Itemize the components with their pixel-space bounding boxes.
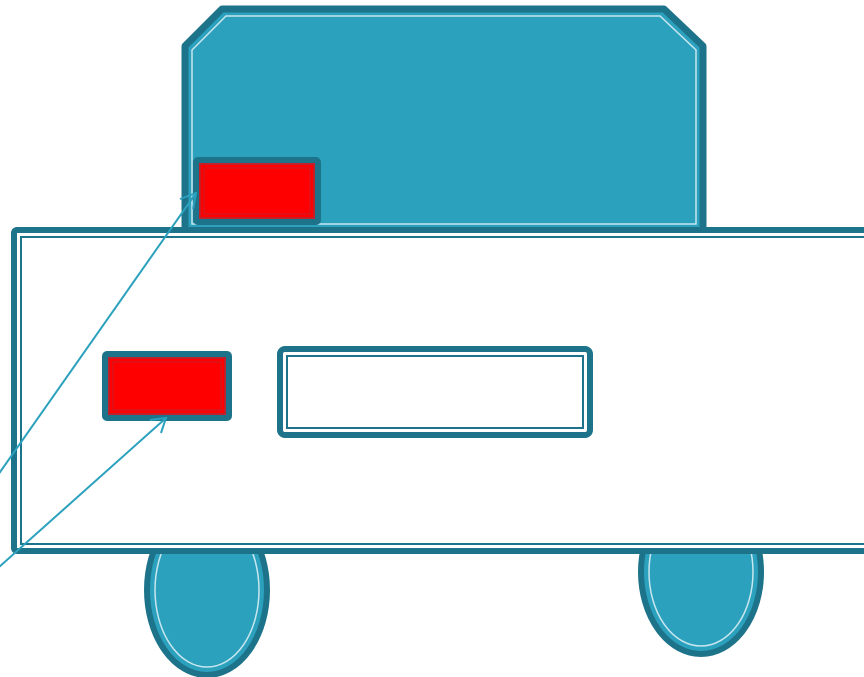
red-rectangle-upper [193,157,321,225]
white-rectangle-outer [280,349,590,435]
red-rectangle-lower [102,351,232,421]
red-rectangle-lower-fill [109,358,225,414]
white-rounded-rectangle [280,349,590,435]
red-rectangle-upper-fill [200,164,314,218]
